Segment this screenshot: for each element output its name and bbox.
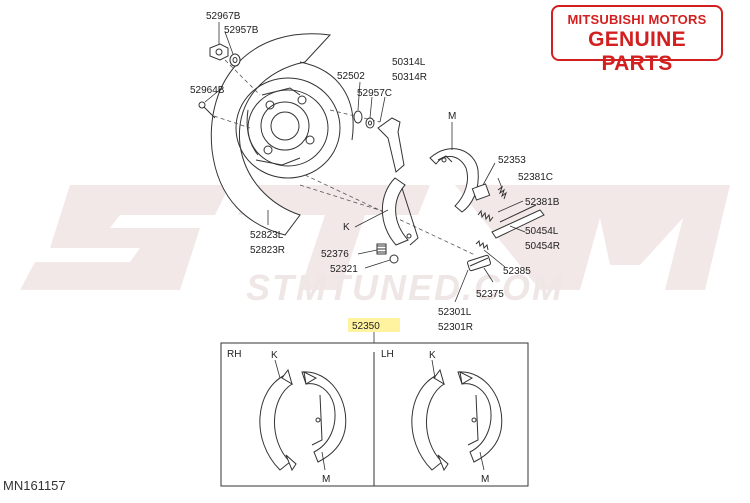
- label-K-lh[interactable]: K: [429, 350, 436, 361]
- shoe-K-top: [381, 177, 419, 246]
- part-labels: 52967B 52957B 52964B 52502 50314L 50314R…: [190, 11, 560, 485]
- label-52381C[interactable]: 52381C: [518, 172, 553, 183]
- nut-52967B: [209, 43, 229, 61]
- label-52301L[interactable]: 52301L: [438, 307, 472, 318]
- label-52957B[interactable]: 52957B: [224, 25, 259, 36]
- label-K-top[interactable]: K: [343, 222, 350, 233]
- highlight-52350: [348, 318, 400, 332]
- part-52321: [389, 254, 399, 264]
- label-M-lh[interactable]: M: [481, 474, 489, 485]
- watermark: STMTUNED.COM: [20, 185, 730, 308]
- label-50314L[interactable]: 50314L: [392, 57, 426, 68]
- label-52823R[interactable]: 52823R: [250, 245, 285, 256]
- watermark-text: STMTUNED.COM: [246, 267, 564, 308]
- kit-leader-lines: [274, 359, 485, 471]
- label-52964B[interactable]: 52964B: [190, 85, 225, 96]
- washer-52957B: [229, 53, 241, 67]
- rh-shoe-M: [301, 371, 347, 463]
- strut-50454: [491, 204, 545, 239]
- label-52967B[interactable]: 52967B: [206, 11, 241, 22]
- badge-line-1: MITSUBISHI MOTORS: [567, 12, 707, 27]
- label-52301R[interactable]: 52301R: [438, 322, 473, 333]
- label-52353[interactable]: 52353: [498, 155, 526, 166]
- part-52957C: [365, 117, 375, 129]
- genuine-parts-badge: MITSUBISHI MOTORS GENUINE PARTS: [551, 5, 723, 75]
- label-52385[interactable]: 52385: [503, 266, 531, 277]
- label-52502[interactable]: 52502: [337, 71, 365, 82]
- label-M-rh[interactable]: M: [322, 474, 330, 485]
- label-M-top[interactable]: M: [448, 111, 456, 122]
- part-52353: [471, 183, 491, 201]
- label-52350[interactable]: 52350: [352, 321, 380, 332]
- diagram-id: MN161157: [3, 478, 66, 493]
- badge-line-2: GENUINE PARTS: [588, 28, 686, 75]
- lh-shoe-K: [411, 368, 449, 472]
- label-50314R[interactable]: 50314R: [392, 72, 427, 83]
- label-50454R[interactable]: 50454R: [525, 241, 560, 252]
- spring-52385: [475, 239, 489, 251]
- label-52376[interactable]: 52376: [321, 249, 349, 260]
- label-K-rh[interactable]: K: [271, 350, 278, 361]
- bolt-52964B: [198, 101, 216, 119]
- label-RH: RH: [227, 349, 241, 360]
- label-52375[interactable]: 52375: [476, 289, 504, 300]
- rh-shoe-K: [259, 368, 297, 472]
- lever-50314: [377, 117, 405, 173]
- backing-plate: [210, 33, 354, 236]
- label-52823L[interactable]: 52823L: [250, 230, 284, 241]
- leader-lines: [204, 22, 526, 343]
- shoe-M-top: [429, 148, 479, 213]
- adjuster-52375: [467, 254, 491, 272]
- label-52381B[interactable]: 52381B: [525, 197, 560, 208]
- spring-52376: [376, 243, 387, 255]
- part-52502: [353, 110, 363, 124]
- label-52957C[interactable]: 52957C: [357, 88, 392, 99]
- label-52321[interactable]: 52321: [330, 264, 358, 275]
- label-50454L[interactable]: 50454L: [525, 226, 559, 237]
- spring-52381B: [477, 209, 494, 223]
- lh-shoe-M: [457, 371, 503, 463]
- label-LH: LH: [381, 349, 394, 360]
